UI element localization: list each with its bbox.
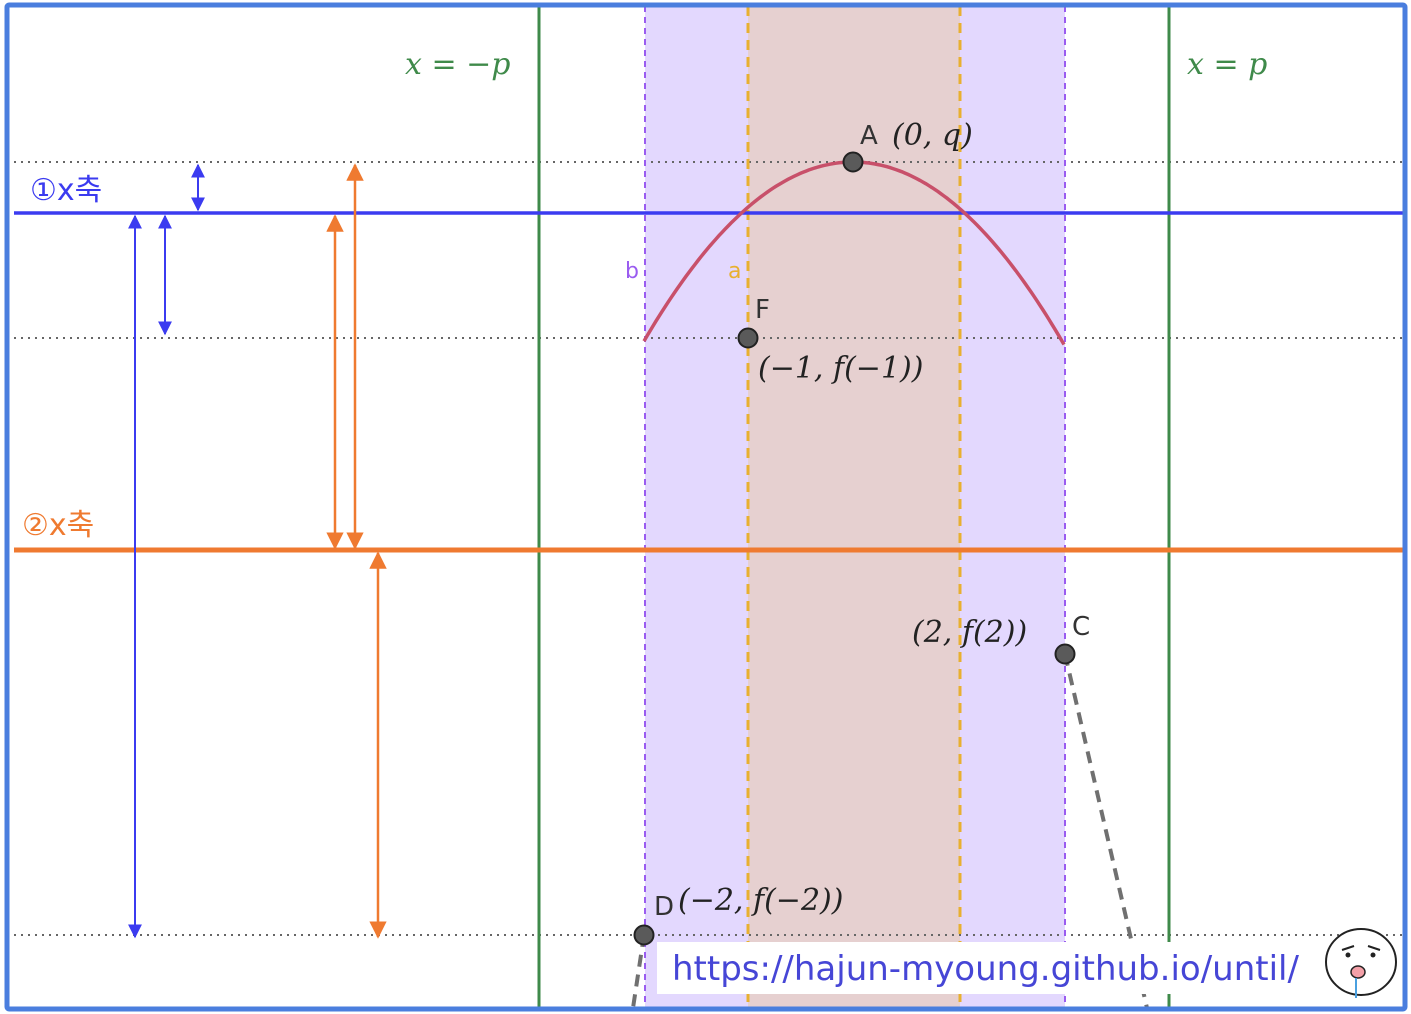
point-a[interactable] (842, 151, 864, 173)
label-axis-1: ①x축 (30, 173, 102, 208)
label-x-neg-p: x = −p (405, 47, 510, 82)
label-x-p: x = p (1187, 47, 1267, 82)
point-d-coords: (−2, f(−2)) (678, 883, 843, 918)
label-axis-2: ②x축 (22, 508, 94, 543)
parabola-extension-left (631, 934, 646, 1009)
label-b: b (625, 259, 639, 284)
watermark-bg (657, 942, 1329, 994)
point-c-name: C (1072, 612, 1090, 642)
point-f[interactable] (737, 327, 759, 349)
point-d[interactable] (633, 924, 655, 946)
face-doodle-icon (1325, 928, 1397, 998)
point-c[interactable] (1054, 643, 1076, 665)
watermark-url[interactable]: https://hajun-myoung.github.io/until/ (672, 949, 1299, 989)
point-d-name: D (654, 892, 674, 922)
point-a-coords: (0, q) (892, 118, 973, 153)
label-a: a (728, 259, 741, 284)
point-a-name: A (860, 121, 878, 151)
point-c-coords: (2, f(2)) (912, 615, 1027, 650)
point-f-coords: (−1, f(−1)) (758, 351, 923, 386)
outer-border (4, 2, 1408, 1012)
brown-band (748, 6, 960, 1008)
point-f-name: F (755, 295, 770, 325)
